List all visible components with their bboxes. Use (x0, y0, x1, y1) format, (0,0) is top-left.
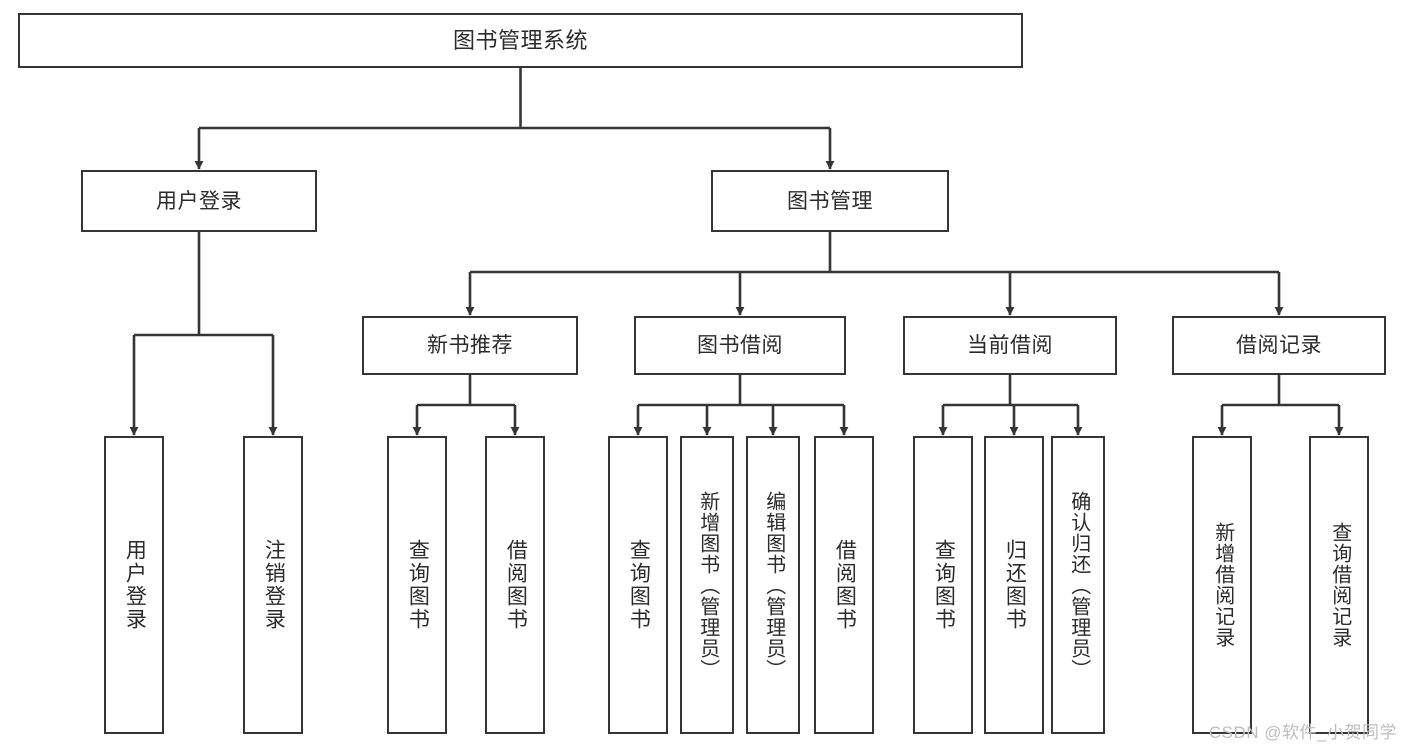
node-label: 图书管理 (787, 189, 873, 213)
node-label: 确认归还（管理员） (1067, 490, 1090, 680)
node-label: 新增图书（管理员） (696, 490, 719, 680)
node-label: 借阅记录 (1236, 334, 1322, 357)
node-label: 用户登录 (156, 189, 242, 213)
node-leaf-rec-1[interactable]: 新增借阅记录 (1192, 436, 1252, 734)
node-leaf-bor-4[interactable]: 借阅图书 (814, 436, 874, 734)
node-leaf-login-2[interactable]: 注销登录 (243, 436, 303, 734)
node-label: 归还图书 (1003, 539, 1027, 631)
node-login[interactable]: 用户登录 (81, 170, 317, 232)
node-bookmgmt[interactable]: 图书管理 (711, 170, 949, 232)
node-label: 借阅图书 (504, 539, 528, 631)
node-label: 图书借阅 (697, 334, 783, 357)
node-leaf-bor-1[interactable]: 查询图书 (608, 436, 668, 734)
node-label: 查询借阅记录 (1328, 522, 1351, 648)
node-label: 查询图书 (406, 539, 430, 631)
node-borrow[interactable]: 图书借阅 (634, 316, 846, 375)
node-label: 编辑图书（管理员） (762, 490, 785, 680)
node-label: 注销登录 (262, 539, 286, 631)
node-label: 图书管理系统 (452, 27, 588, 53)
node-label: 查询图书 (627, 539, 651, 631)
node-leaf-login-1[interactable]: 用户登录 (104, 436, 164, 734)
node-newbook[interactable]: 新书推荐 (362, 316, 578, 375)
node-label: 新书推荐 (427, 334, 513, 357)
node-root[interactable]: 图书管理系统 (18, 13, 1023, 68)
node-leaf-bor-2[interactable]: 新增图书（管理员） (680, 436, 734, 734)
node-label: 借阅图书 (833, 539, 857, 631)
node-current[interactable]: 当前借阅 (903, 316, 1117, 375)
node-label: 当前借阅 (967, 334, 1053, 357)
node-label: 查询图书 (932, 539, 956, 631)
connector-lines (129, 68, 1344, 436)
node-leaf-bor-3[interactable]: 编辑图书（管理员） (746, 436, 800, 734)
node-leaf-rec-2[interactable]: 查询借阅记录 (1309, 436, 1369, 734)
node-record[interactable]: 借阅记录 (1172, 316, 1386, 375)
node-leaf-cur-1[interactable]: 查询图书 (913, 436, 973, 734)
node-leaf-new-2[interactable]: 借阅图书 (485, 436, 545, 734)
node-leaf-cur-2[interactable]: 归还图书 (984, 436, 1044, 734)
node-leaf-new-1[interactable]: 查询图书 (387, 436, 447, 734)
node-leaf-cur-3[interactable]: 确认归还（管理员） (1051, 436, 1105, 734)
node-label: 用户登录 (123, 539, 147, 631)
node-label: 新增借阅记录 (1211, 522, 1234, 648)
